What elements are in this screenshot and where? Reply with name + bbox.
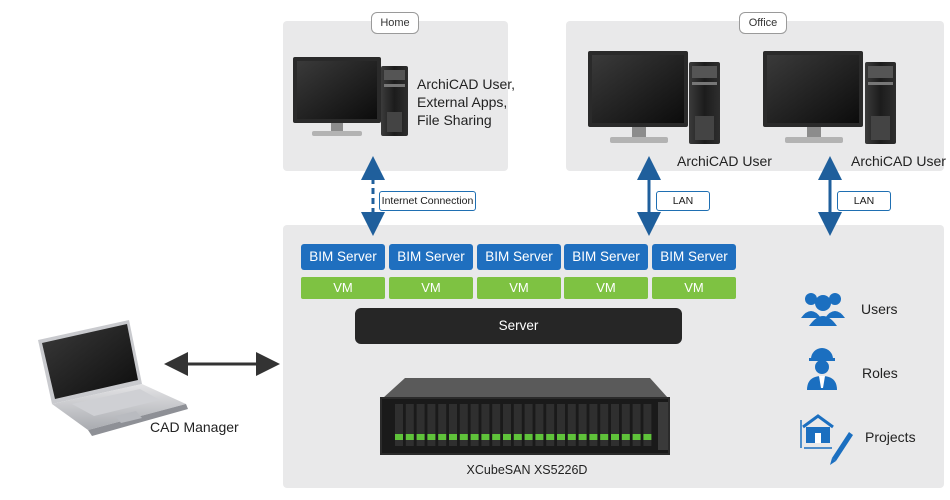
drive-bay-led [416,434,425,440]
office-monitor-icon-1 [588,51,688,143]
bim-server-4: BIM Server [564,244,648,270]
drive-bay-led [405,434,414,440]
drive-bay [632,404,641,446]
drive-bay [416,404,425,446]
office-monitor-icon-2 [763,51,863,143]
drive-bay [459,404,468,446]
drive-bay [503,404,511,446]
drive-bay-led [395,434,403,440]
drive-bay-led [513,434,522,440]
drive-bay [546,404,555,446]
drive-bay [557,404,565,446]
drive-bay [492,404,501,446]
vm-2: VM [389,277,473,299]
drive-bay [578,404,587,446]
drive-bay-led [611,434,619,440]
drive-bay [405,404,414,446]
drive-bay-led [438,434,447,440]
worker-icon [807,348,837,390]
drive-bay [600,404,609,446]
roles-label: Roles [862,365,898,381]
drive-bay [481,404,490,446]
office-tag: Office [739,12,787,34]
drive-bay-led [503,434,511,440]
drive-bay [611,404,619,446]
bim-server-5: BIM Server [652,244,736,270]
drive-bay [395,404,403,446]
drive-bay-led [557,434,565,440]
drive-bay-led [643,434,652,440]
drive-bay [567,404,576,446]
house-pencil-icon [800,414,853,465]
internet-connection-tag: Internet Connection [379,191,476,211]
drive-bay [643,404,652,446]
drive-bay-led [632,434,641,440]
home-label-line-2: External Apps, [417,94,508,110]
drive-bay [513,404,522,446]
vm-3: VM [477,277,561,299]
server-bar: Server [355,308,682,344]
bim-server-3: BIM Server [477,244,561,270]
vm-5: VM [652,277,736,299]
drive-bay-led [492,434,501,440]
drive-bay-led [427,434,436,440]
laptop-icon [38,320,188,436]
drive-bay-led [589,434,598,440]
drive-bay-led [567,434,576,440]
home-label-line-1: ArchiCAD User, [417,76,516,92]
office-tower-pc-icon-1 [689,62,720,144]
storage-model-label: XCubeSAN XS5226D [466,463,588,477]
drive-bay-led [481,434,490,440]
drive-bay-led [600,434,609,440]
office-user-label-1: ArchiCAD User [677,153,772,169]
drive-bay [524,404,533,446]
drive-bay [449,404,457,446]
drive-bay-led [535,434,544,440]
drive-bay-led [470,434,479,440]
drive-bay-led [546,434,555,440]
vm-1: VM [301,277,385,299]
drive-bay [470,404,479,446]
home-monitor-icon [293,57,381,136]
drive-bay [535,404,544,446]
drive-bay [427,404,436,446]
cad-manager-label: CAD Manager [150,419,239,435]
drive-bay-led [578,434,587,440]
drive-bay-led [459,434,468,440]
storage-array-icon [380,378,670,455]
bim-server-2: BIM Server [389,244,473,270]
projects-label: Projects [865,429,916,445]
users-label: Users [861,301,898,317]
office-user-label-2: ArchiCAD User [851,153,946,169]
drive-bay [438,404,447,446]
home-label: ArchiCAD User, External Apps, File Shari… [417,75,515,129]
drive-bay [589,404,598,446]
drive-bay-led [524,434,533,440]
users-icon [801,293,845,326]
drive-bay-led [449,434,457,440]
home-tower-pc-icon [381,66,408,136]
office-tower-pc-icon-2 [865,62,896,144]
home-label-line-3: File Sharing [417,112,492,128]
drive-bay-led [621,434,630,440]
drive-bay [621,404,630,446]
vm-4: VM [564,277,648,299]
home-tag: Home [371,12,419,34]
bim-server-1: BIM Server [301,244,385,270]
lan-tag-1: LAN [656,191,710,211]
lan-tag-2: LAN [837,191,891,211]
